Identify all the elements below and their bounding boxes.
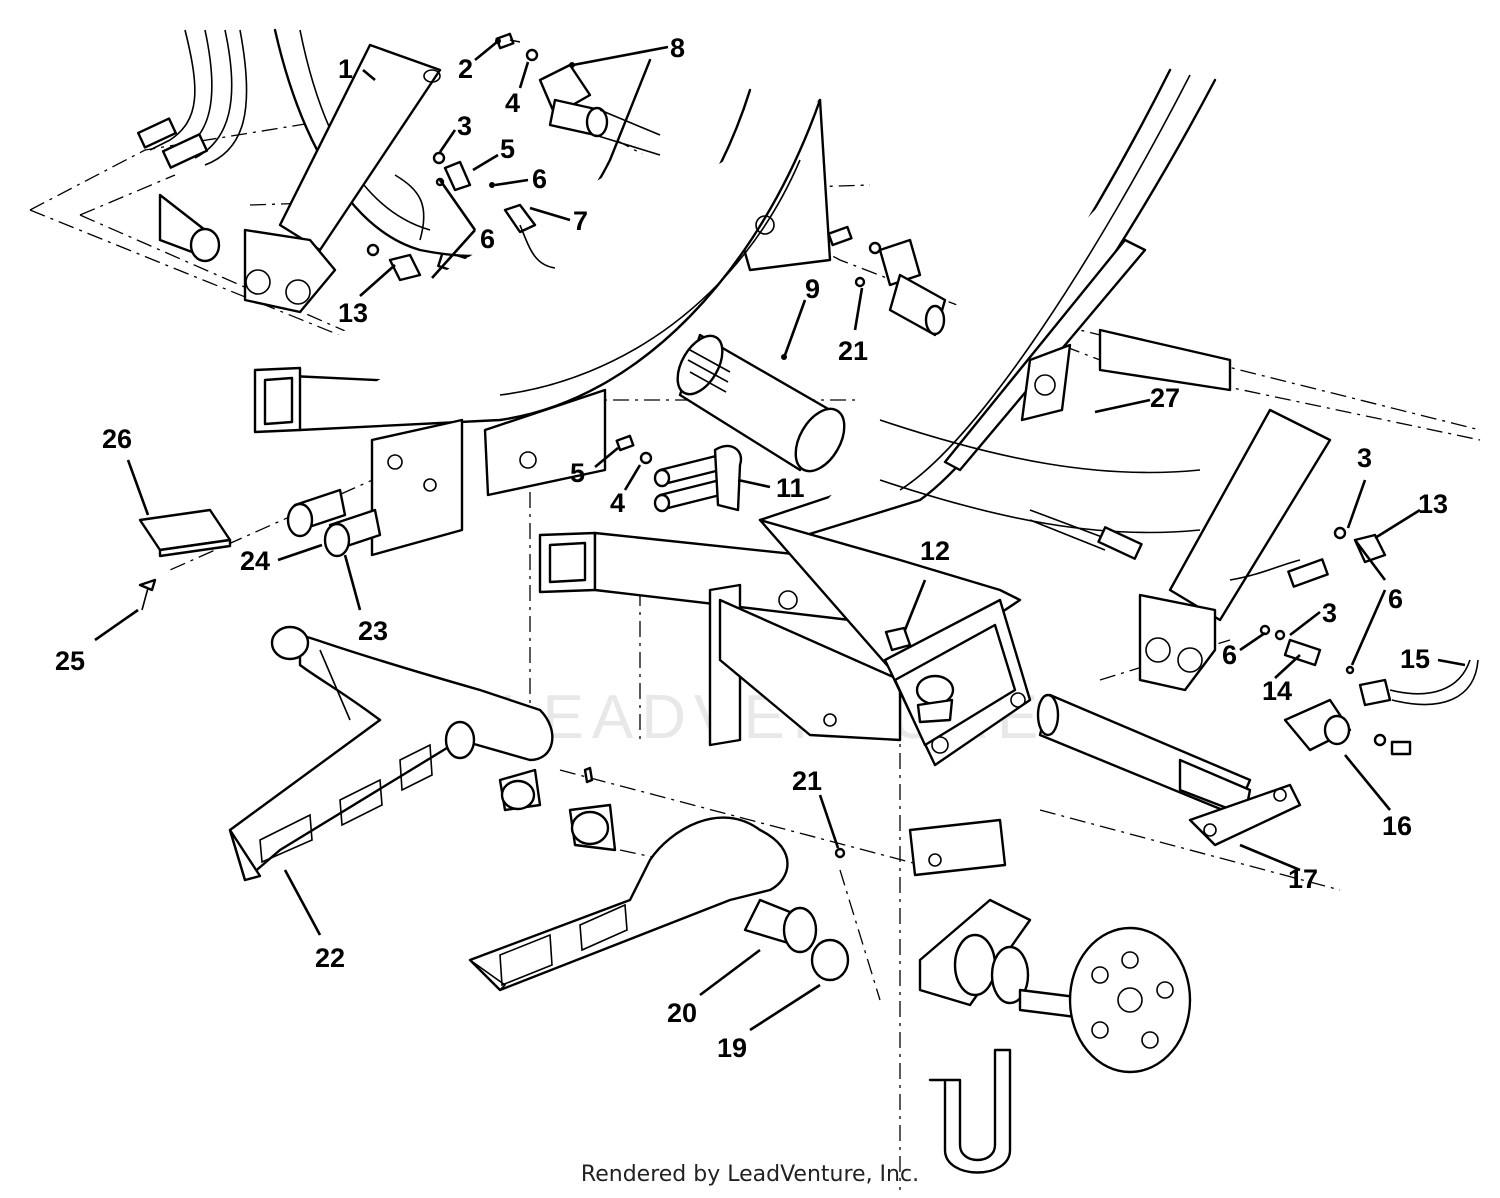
callout-6: 6 xyxy=(1222,640,1237,670)
callout-22: 22 xyxy=(315,943,345,973)
callout-labels: 1 2 3 4 5 6 6 7 8 9 13 21 27 26 5 4 11 3… xyxy=(55,33,1448,1063)
callout-6: 6 xyxy=(480,224,495,254)
callout-23: 23 xyxy=(358,616,388,646)
callout-8: 8 xyxy=(670,33,685,63)
callout-3: 3 xyxy=(1322,598,1337,628)
callout-9: 9 xyxy=(805,274,820,304)
callout-1: 1 xyxy=(338,54,353,84)
hitch-bracket xyxy=(883,598,1032,767)
pin-bracket-upper xyxy=(538,63,661,156)
callout-3: 3 xyxy=(1357,443,1372,473)
u-clip-pins xyxy=(615,434,743,513)
hydraulic-cylinder-left xyxy=(158,43,442,314)
lower-arm-22 xyxy=(228,625,594,882)
left-mount-plate xyxy=(370,418,464,557)
main-frame-left xyxy=(253,28,832,497)
spindle-hub-assembly xyxy=(908,818,1192,1174)
callout-15: 15 xyxy=(1400,644,1430,674)
lower-arm-20 xyxy=(468,803,850,992)
callout-14: 14 xyxy=(1262,676,1292,706)
callout-6: 6 xyxy=(1388,584,1403,614)
callout-19: 19 xyxy=(717,1033,747,1063)
callout-21: 21 xyxy=(792,766,822,796)
callout-12: 12 xyxy=(920,536,950,566)
small-hardware-right xyxy=(1259,624,1479,756)
callout-5: 5 xyxy=(570,458,585,488)
callout-13: 13 xyxy=(338,298,368,328)
callout-27: 27 xyxy=(1150,383,1180,413)
callout-24: 24 xyxy=(240,546,270,576)
callout-26: 26 xyxy=(102,424,132,454)
pin-bracket-right-upper xyxy=(827,225,947,337)
callout-13: 13 xyxy=(1418,489,1448,519)
bolts-and-pad-left xyxy=(138,488,382,611)
leader-lines xyxy=(94,38,1466,1032)
callout-11: 11 xyxy=(776,473,805,503)
support-cylinder-17 xyxy=(1036,693,1302,847)
callout-3: 3 xyxy=(457,111,472,141)
callout-4: 4 xyxy=(505,88,520,118)
callout-5: 5 xyxy=(500,134,515,164)
callout-4: 4 xyxy=(610,488,625,518)
callout-6: 6 xyxy=(532,164,547,194)
callout-21: 21 xyxy=(838,336,868,366)
callout-7: 7 xyxy=(573,206,588,236)
render-credit: Rendered by LeadVenture, Inc. xyxy=(580,1162,920,1187)
callout-2: 2 xyxy=(458,54,473,84)
callout-17: 17 xyxy=(1288,864,1318,894)
callout-16: 16 xyxy=(1382,811,1412,841)
cylinder-tube-9 xyxy=(676,333,846,473)
hydraulic-cylinder-right xyxy=(1029,408,1387,692)
callout-20: 20 xyxy=(667,998,697,1028)
callout-25: 25 xyxy=(55,646,85,676)
